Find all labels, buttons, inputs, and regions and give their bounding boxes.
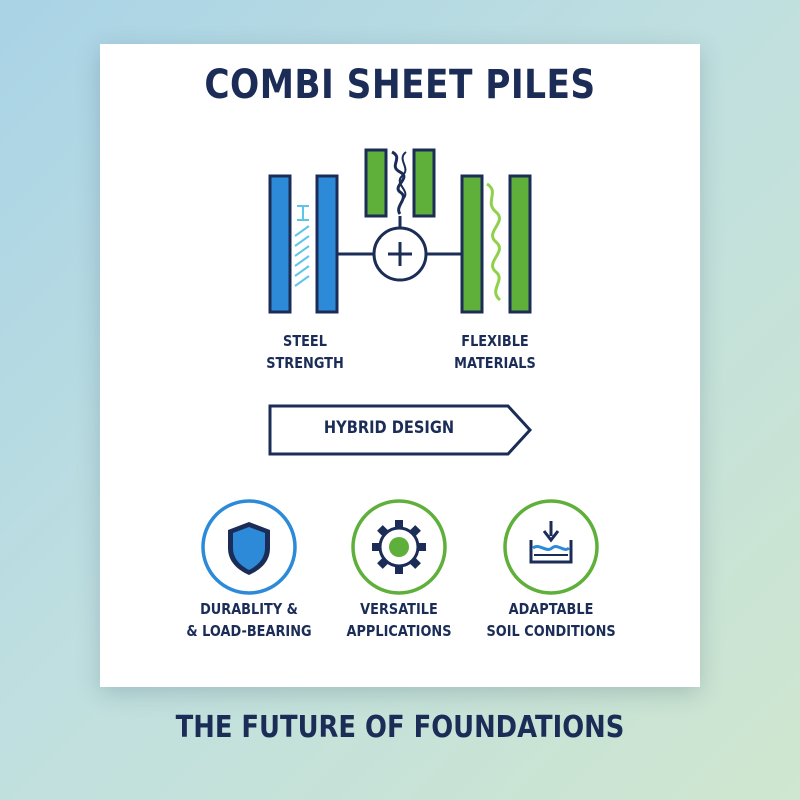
- footer-tagline: THE FUTURE OF FOUNDATIONS: [175, 710, 625, 745]
- hybrid-arrow-shape: [268, 404, 533, 456]
- hybrid-design-label: HYBRID DESIGN: [323, 418, 455, 438]
- page-title: COMBI SHEET PILES: [204, 62, 596, 108]
- shield-icon: [201, 499, 297, 595]
- connector-lines: [337, 216, 462, 256]
- flexible-pile-icon: [460, 174, 532, 314]
- steel-pile-icon: [268, 174, 339, 314]
- steel-strength-label: STEEL STRENGTH: [266, 332, 344, 372]
- benefit-label-versatile: VERSATILE APPLICATIONS: [346, 600, 452, 640]
- interlock-pile-icon: [364, 148, 436, 218]
- gear-icon: [351, 499, 447, 595]
- benefit-label-durability: DURABLITY & & LOAD-BEARING: [186, 600, 312, 640]
- soil-download-icon: [503, 499, 599, 595]
- flexible-materials-label: FLEXIBLE MATERIALS: [454, 332, 536, 372]
- benefit-label-adaptable: ADAPTABLE SOIL CONDITIONS: [486, 600, 616, 640]
- plus-in-circle-icon: [372, 226, 428, 282]
